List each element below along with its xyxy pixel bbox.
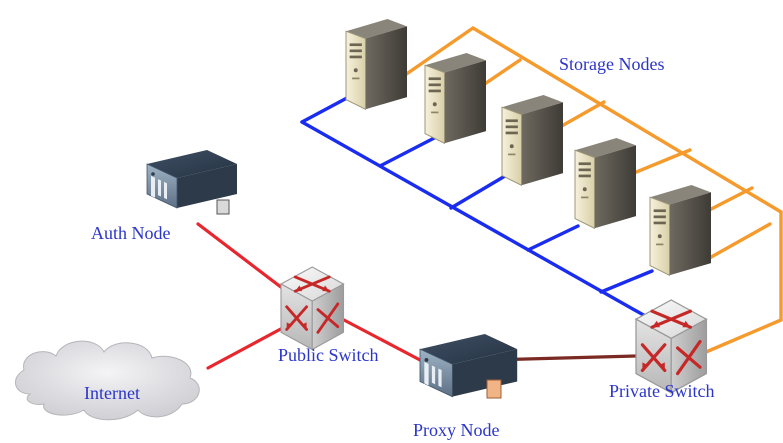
storage-nodes-label: Storage Nodes <box>559 54 665 74</box>
public-switch-label: Public Switch <box>278 345 379 365</box>
private-switch-icon <box>634 298 708 395</box>
proxy-node-icon <box>419 333 518 398</box>
storage-node-4-icon <box>574 137 637 229</box>
internet-label: Internet <box>84 383 140 403</box>
auth-node-label: Auth Node <box>91 223 171 243</box>
storage-network-lines <box>300 89 672 332</box>
auth-node-icon <box>146 149 238 209</box>
storage-node-2-icon <box>424 52 487 144</box>
proxy-node-label: Proxy Node <box>413 420 500 440</box>
public-switch-icon <box>279 265 345 351</box>
storage-node-5-icon <box>649 184 712 276</box>
auth-node-port-icon <box>216 199 230 215</box>
private-switch-label: Private Switch <box>609 381 715 401</box>
storage-node-1-icon <box>345 18 408 110</box>
proxy-node-port-icon <box>486 379 502 399</box>
storage-node-3-icon <box>501 94 564 186</box>
internet-cloud-icon <box>15 340 200 421</box>
